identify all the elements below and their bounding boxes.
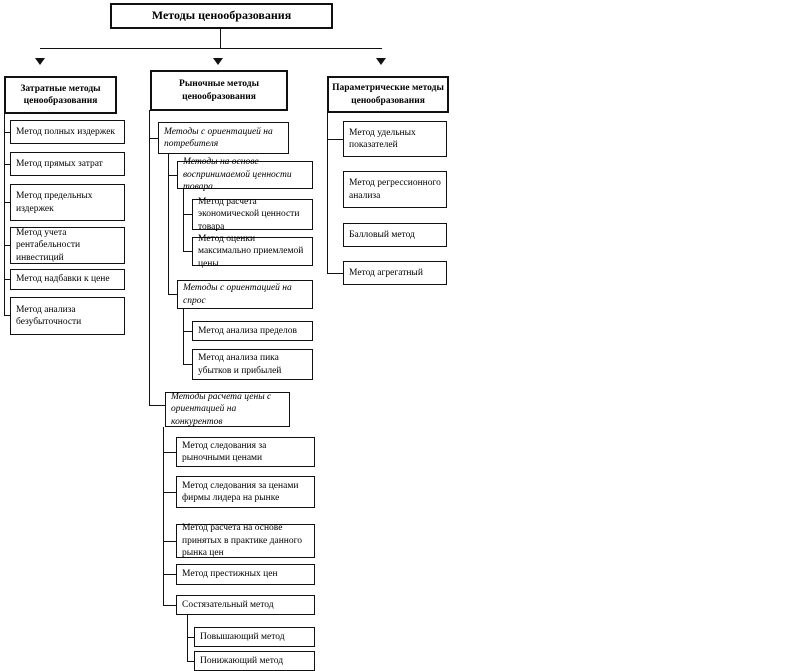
- connector-market-trunk: [149, 110, 150, 406]
- box-perceived-value-methods: Методы на основе воспринимаемой ценности…: [177, 157, 313, 192]
- box-max-acceptable-price-method: Метод оценки максимально приемлемой цены: [192, 234, 313, 269]
- market-methods-header: Рыночные методы ценообразования: [150, 70, 288, 111]
- connector-stub: [163, 574, 176, 575]
- connector-competitor-trunk: [163, 427, 164, 605]
- box-marginal-cost-method: Метод предельных издержек: [10, 184, 125, 221]
- cost-methods-header: Затратные методы ценообразования: [4, 76, 117, 114]
- connector-stub: [4, 245, 10, 246]
- connector-stub: [327, 273, 343, 274]
- connector-stub: [168, 294, 177, 295]
- connector-stub: [4, 315, 10, 316]
- connector-cost-trunk: [4, 114, 5, 316]
- connector-title-drop: [220, 29, 221, 48]
- box-follow-market-prices-method: Метод следования за рыночными ценами: [176, 437, 315, 467]
- connector-branch-line: [40, 48, 382, 49]
- box-direct-cost-method: Метод прямых затрат: [10, 152, 125, 176]
- box-full-cost-method: Метод полных издержек: [10, 120, 125, 144]
- down-arrow-icon: [213, 58, 223, 65]
- box-scoring-method: Балловый метод: [343, 223, 447, 247]
- box-tender-method: Состязательный метод: [176, 595, 315, 615]
- parametric-methods-header: Параметрические методы ценообразования: [327, 76, 449, 113]
- diagram-title: Методы ценообразования: [110, 3, 333, 29]
- connector-stub: [4, 164, 10, 165]
- connector-stub: [183, 331, 192, 332]
- connector-stub: [327, 139, 343, 140]
- connector-stub: [183, 364, 192, 365]
- box-competitor-oriented-methods: Методы расчета цены с ориентацией на кон…: [165, 392, 290, 427]
- down-arrow-icon: [376, 58, 386, 65]
- box-follow-leader-prices-method: Метод следования за ценами фирмы лидера …: [176, 476, 315, 508]
- connector-stub: [168, 175, 177, 176]
- box-lowering-method: Понижающий метод: [194, 651, 315, 671]
- connector-stub: [163, 541, 176, 542]
- connector-stub: [187, 661, 194, 662]
- box-roi-accounting-method: Метод учета рентабельности инвестиций: [10, 227, 125, 264]
- connector-stub: [187, 637, 194, 638]
- connector-stub: [163, 605, 176, 606]
- box-accepted-practice-method: Метод расчета на основе принятых в практ…: [176, 523, 315, 558]
- connector-stub: [149, 138, 158, 139]
- box-economic-value-method: Метод расчета экономической ценности тов…: [192, 197, 313, 232]
- box-prestige-prices-method: Метод престижных цен: [176, 564, 315, 585]
- connector-consumer-trunk: [168, 154, 169, 295]
- box-markup-method: Метод надбавки к цене: [10, 269, 125, 290]
- box-breakeven-analysis-method: Метод анализа безубыточности: [10, 297, 125, 335]
- box-aggregate-method: Метод агрегатный: [343, 261, 447, 285]
- box-raising-method: Повышающий метод: [194, 627, 315, 647]
- box-limit-analysis-method: Метод анализа пределов: [192, 321, 313, 341]
- box-demand-oriented-methods: Методы с ориентацией на спрос: [177, 280, 313, 309]
- box-peak-analysis-method: Метод анализа пика убытков и прибылей: [192, 349, 313, 380]
- down-arrow-icon: [35, 58, 45, 65]
- connector-demand-trunk: [183, 309, 184, 365]
- connector-tender-trunk: [187, 615, 188, 661]
- connector-stub: [183, 214, 192, 215]
- connector-stub: [4, 202, 10, 203]
- box-consumer-oriented-methods: Методы с ориентацией на потребителя: [158, 122, 289, 154]
- connector-stub: [149, 405, 165, 406]
- connector-stub: [183, 251, 192, 252]
- connector-stub: [4, 132, 10, 133]
- connector-stub: [163, 452, 176, 453]
- connector-stub: [4, 279, 10, 280]
- connector-parametric-trunk: [327, 113, 328, 273]
- connector-perceived-trunk: [183, 189, 184, 252]
- box-specific-indicators-method: Метод удельных показателей: [343, 121, 447, 157]
- connector-stub: [163, 492, 176, 493]
- box-regression-analysis-method: Метод регрессионного анализа: [343, 171, 447, 208]
